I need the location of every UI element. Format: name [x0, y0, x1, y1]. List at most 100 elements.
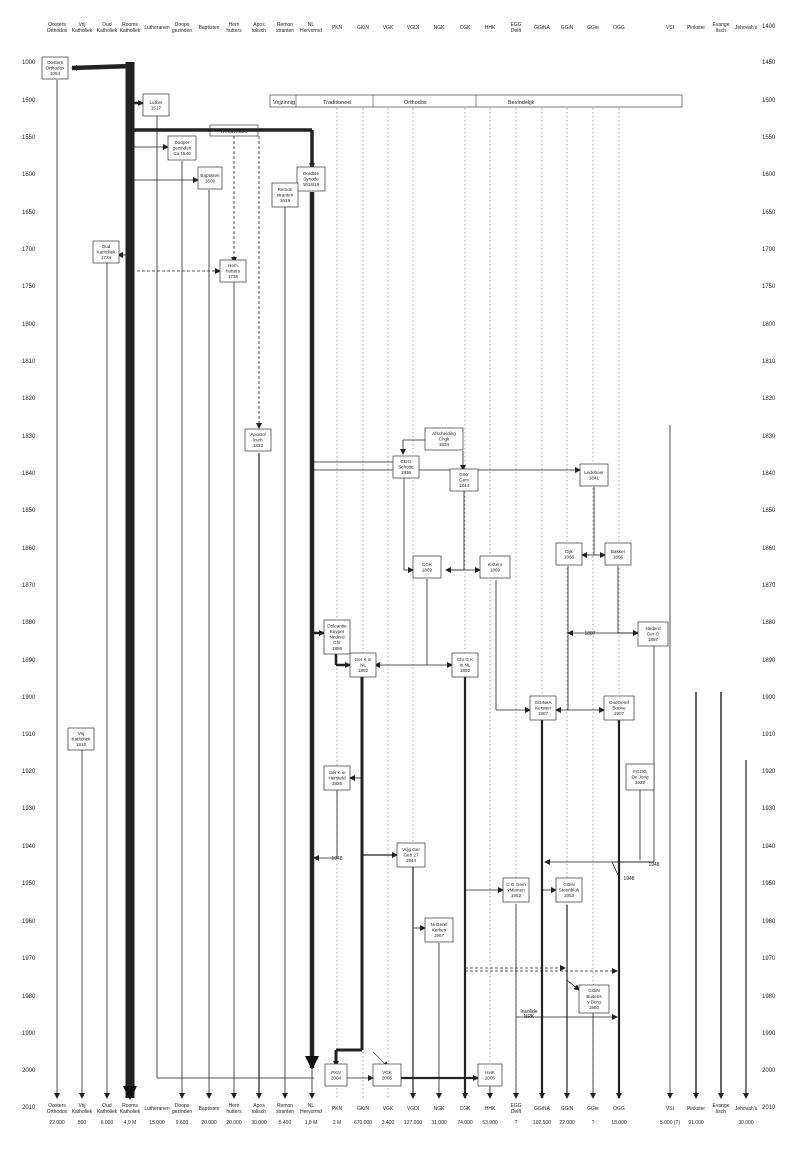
- event-box-label: Katholiek: [97, 250, 117, 255]
- event-box-label: NL: [360, 663, 366, 668]
- year-label: 1850: [22, 508, 36, 514]
- column-footer: Rooms: [122, 1103, 138, 1109]
- year-label: 1960: [22, 919, 36, 925]
- year-label: 1830: [762, 434, 776, 440]
- year-label: 1450: [762, 60, 776, 66]
- column-count: 22.000: [559, 1120, 575, 1126]
- event-box-label: Doleantie: [327, 623, 347, 628]
- event-box-label: C G Gem: [506, 882, 526, 887]
- column-header: GKiN: [357, 25, 369, 31]
- event-box-label: Vrijg Ger: [402, 847, 420, 852]
- event-box-label: Orthodox: [46, 66, 66, 71]
- year-label: 1600: [762, 172, 776, 178]
- year-label: 1860: [22, 546, 36, 552]
- event-box-label: Schotte: [398, 465, 414, 470]
- column-count: 2 M: [333, 1120, 341, 1126]
- column-header: tolisch: [252, 28, 266, 34]
- event-box-label: Luther: [149, 100, 162, 105]
- event-box-label: Apostol: [250, 432, 265, 437]
- event-box-frame: [396, 842, 426, 868]
- event-box-label: 1517: [151, 105, 162, 110]
- year-label: 1970: [22, 956, 36, 962]
- event-box-label: Ger K in: [355, 657, 372, 662]
- event-box-label: v Berg: [587, 999, 601, 1004]
- event-box-label: GGiN: [563, 882, 574, 887]
- year-label: 1940: [22, 844, 36, 850]
- event-box-frame: [197, 166, 223, 190]
- year-label: 1930: [762, 806, 776, 812]
- event-box-label: 1944: [406, 858, 417, 863]
- event-box-label: Kuyper: [330, 629, 345, 634]
- event-box-label: 1834: [439, 442, 450, 447]
- column-header: GGie: [587, 25, 599, 31]
- column-footer: Jehovah's: [735, 1106, 758, 1112]
- year-axis-left: 1000150015501600165017001750180018101820…: [22, 60, 36, 1111]
- event-box-frame: [323, 765, 351, 791]
- column-count: 15.000: [149, 1120, 165, 1126]
- year-axis-right: 1400145015001550160016501700175018001810…: [762, 24, 776, 1111]
- column-footer: stranten: [276, 1109, 294, 1115]
- event-box-label: Dooper: [174, 140, 190, 145]
- event-box-frame: [603, 695, 635, 721]
- event-box-label: De Jong: [631, 775, 649, 780]
- lineage-line: [566, 979, 580, 991]
- year-label: 1810: [22, 359, 36, 365]
- lineage-line: [71, 63, 131, 71]
- event-box-label: Steenblok: [559, 888, 580, 893]
- event-box-label: 1967: [434, 933, 445, 938]
- event-box-label: Afscheiding: [432, 431, 456, 436]
- event-box-frame: [167, 135, 197, 161]
- event-box-frame: [92, 240, 120, 264]
- column-count: 20.000: [201, 1120, 217, 1126]
- column-footer: EGG: [510, 1103, 521, 1109]
- year-label: 1880: [762, 620, 776, 626]
- column-footer: hutters: [226, 1109, 242, 1115]
- year-label: 1910: [762, 732, 776, 738]
- event-box-label: Boone: [612, 706, 626, 711]
- year-label: 1930: [22, 806, 36, 812]
- event-box-frame: [244, 428, 272, 452]
- event-box-label: GrKr: [459, 472, 469, 477]
- year-label: 1990: [762, 1031, 776, 1037]
- column-count: 18.000: [611, 1120, 627, 1126]
- event-box-label: 2005: [382, 1075, 393, 1080]
- column-header: Apos: [253, 22, 265, 28]
- column-footer: HHK: [485, 1106, 496, 1112]
- event-box-frame: [392, 455, 420, 479]
- event-box-label: Hersteld: [328, 776, 346, 781]
- year-label: 1910: [22, 732, 36, 738]
- event-box-label: 1866: [613, 554, 624, 559]
- year-label: 1700: [762, 247, 776, 253]
- event-box-label: 1980: [589, 1005, 600, 1010]
- year-label: 1860: [762, 546, 776, 552]
- event-box-label: 1907: [538, 711, 549, 716]
- event-box-frame: [502, 877, 530, 903]
- event-box-label: 2004: [331, 1075, 342, 1080]
- event-box-label: in NL: [460, 663, 471, 668]
- column-header: Katholiek: [72, 28, 93, 34]
- column-footer: NL: [308, 1103, 315, 1109]
- event-box-frame: [323, 619, 351, 655]
- event-box-label: Remon: [278, 187, 293, 192]
- event-box-label: VGK: [382, 1070, 393, 1075]
- event-box-label: hutters: [226, 269, 241, 274]
- column-count: 30.000: [738, 1120, 754, 1126]
- column-count: 670.000: [354, 1120, 372, 1126]
- small-label: 1887: [584, 631, 595, 637]
- event-box-label: stranten: [277, 193, 294, 198]
- year-label: 1920: [762, 769, 776, 775]
- event-box-label: Ledeboer: [584, 470, 604, 475]
- event-box-label: CGK: [422, 562, 433, 567]
- column-footers: OostersOrthodoxVrijKatholiekOudKatholiek…: [47, 1103, 758, 1115]
